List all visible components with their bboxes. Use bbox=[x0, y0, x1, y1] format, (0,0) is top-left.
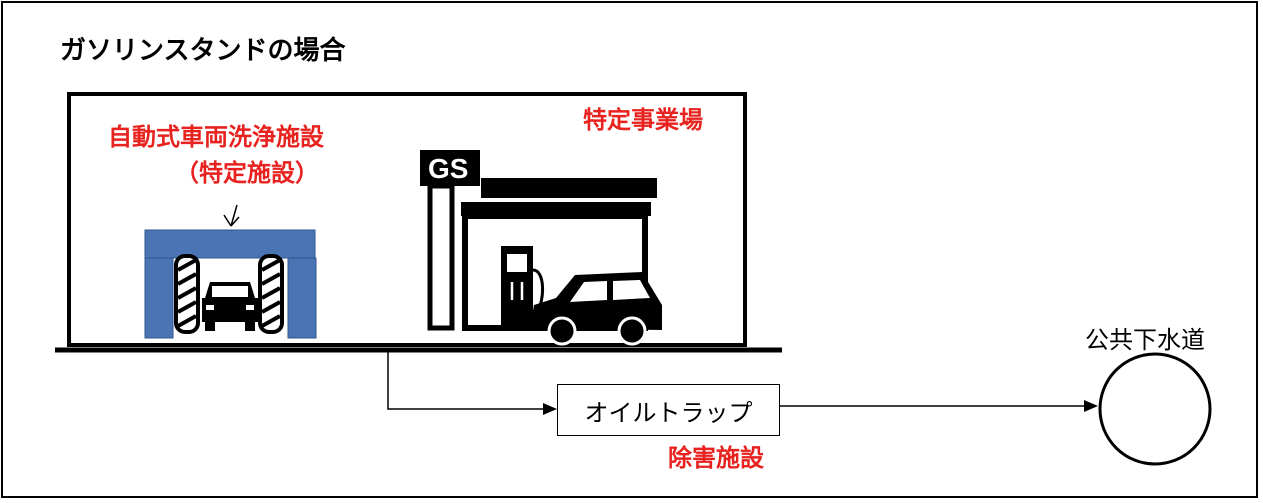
gas-station-icon: GS bbox=[420, 150, 662, 346]
facility-label: 自動式車両洗浄施設 bbox=[108, 123, 324, 151]
sewer-label: 公共下水道 bbox=[1085, 326, 1205, 354]
site-boundary bbox=[67, 92, 747, 347]
oil-trap-label: オイルトラップ bbox=[584, 398, 753, 427]
sewer-manhole-icon bbox=[1098, 352, 1212, 466]
arrow-icon bbox=[543, 403, 557, 415]
car-wash-icon bbox=[144, 229, 317, 339]
gs-sign-text: GS bbox=[428, 153, 468, 184]
diagram-title: ガソリンスタンドの場合 bbox=[60, 36, 346, 66]
facility-pointer-arrow bbox=[223, 204, 240, 227]
drain-pipe-line bbox=[387, 350, 548, 410]
specified-site-label: 特定事業場 bbox=[583, 106, 703, 134]
removal-facility-label: 除害施設 bbox=[668, 444, 764, 472]
arrow-icon bbox=[1084, 400, 1098, 412]
facility-sub-label: （特定施設） bbox=[175, 159, 319, 187]
oil-trap-box: オイルトラップ bbox=[557, 384, 780, 436]
